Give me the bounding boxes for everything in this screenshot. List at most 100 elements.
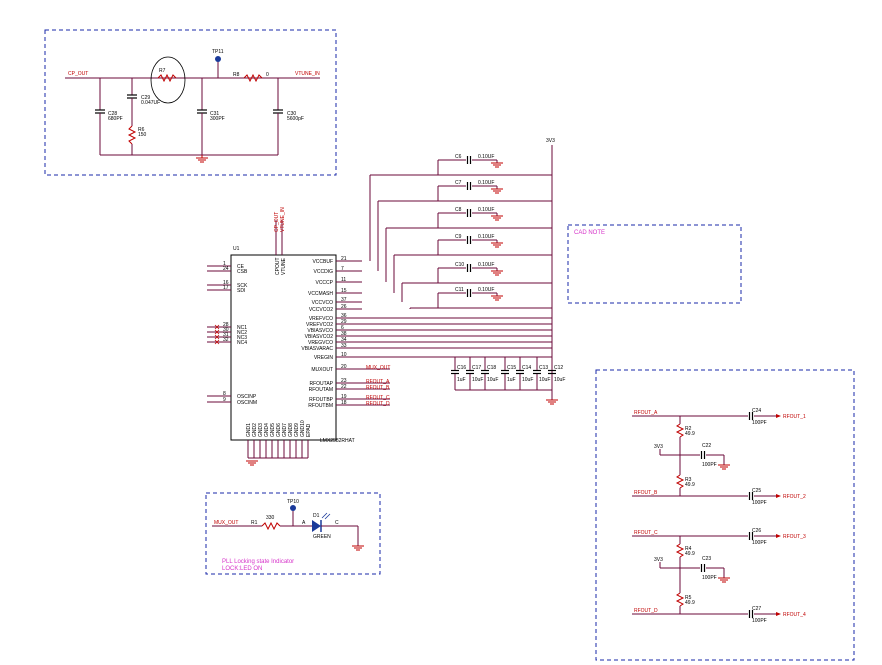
u1-bottom-pin-name: GND4 bbox=[264, 423, 270, 437]
rf-cap-ref: C24 bbox=[752, 408, 761, 414]
u1-right-pin-num: 10 bbox=[341, 352, 347, 358]
u1-right-pin-name: VREFVCO2 bbox=[306, 322, 333, 328]
u1-bottom-pin-name: GND2 bbox=[252, 423, 258, 437]
decoupling-cap-value: 0.10UF bbox=[478, 207, 494, 213]
u1-right-pin-num: 18 bbox=[341, 400, 347, 406]
u1-right-pin-num: 38 bbox=[341, 331, 347, 337]
decoupling-cap-ref: C8 bbox=[455, 207, 462, 213]
led-frame bbox=[205, 492, 381, 575]
u1-right-pin-name: VREFVCO bbox=[309, 316, 333, 322]
rf-resistor-ref: R3 bbox=[685, 477, 692, 483]
u1-right-pin-num: 7 bbox=[341, 266, 344, 272]
bottom-cap-ref: C15 bbox=[507, 365, 516, 371]
rf-resistor-ref: R4 bbox=[685, 546, 692, 552]
rf-cap-value: 100PF bbox=[752, 420, 767, 426]
u1-left-pin-name: NC3 bbox=[237, 335, 247, 341]
r7-resistor bbox=[157, 73, 177, 83]
u1-left-pin-num: 32 bbox=[223, 337, 229, 343]
u1-bottom-pin-name: GND9 bbox=[294, 423, 300, 437]
loop-filter-frame bbox=[44, 29, 337, 176]
c28-ref: C28 bbox=[108, 111, 117, 117]
r1-value: 330 bbox=[266, 515, 275, 521]
u1-right-pin-name: VBIASVARAC bbox=[301, 346, 333, 352]
rf-resistor-ref: R2 bbox=[685, 426, 692, 432]
u1-right-pin-name: MUXOUT bbox=[311, 367, 333, 373]
decoupling-cap-value: 0.10UF bbox=[478, 154, 494, 160]
rf-cap-ref: C25 bbox=[752, 488, 761, 494]
tp11-ref: TP11 bbox=[212, 49, 224, 55]
u1-net-rfout-c: RFOUT_C bbox=[366, 395, 390, 401]
u1-right-pin-name: VBIASVCO2 bbox=[305, 334, 334, 340]
rf-resistor-ref: R5 bbox=[685, 595, 692, 601]
u1-right-pin-num: 36 bbox=[341, 313, 347, 319]
u1-ground bbox=[246, 460, 258, 466]
u1-pin-cpout: CPOUT bbox=[275, 258, 281, 276]
u1-bottom-pin-name: GND6 bbox=[276, 423, 282, 437]
u1-net-rfout-b: RFOUT_B bbox=[366, 385, 390, 391]
rf-pullup-resistor bbox=[675, 592, 685, 607]
net-3v3-label: 3V3 bbox=[546, 138, 555, 144]
rf-bypass-cap-ref: C23 bbox=[702, 556, 711, 562]
u1-left-pin-num: 30 bbox=[223, 327, 229, 333]
u1-right-pin-num: 33 bbox=[341, 343, 347, 349]
r1-resistor bbox=[261, 521, 281, 531]
bottom-cap-value: 10uF bbox=[522, 377, 533, 383]
r8-ref: R8 bbox=[233, 72, 240, 78]
bottom-cap-ref: C14 bbox=[522, 365, 531, 371]
u1-left-pin-name: OSCINM bbox=[237, 400, 257, 406]
u1-right-pin-name: VCCDIG bbox=[314, 269, 334, 275]
cad-note-frame bbox=[567, 224, 742, 304]
r6-value: 150 bbox=[138, 132, 147, 138]
output-port-icon bbox=[776, 414, 781, 418]
rf-cap-ref: C27 bbox=[752, 606, 761, 612]
u1-net-rfout-a: RFOUT_A bbox=[366, 379, 390, 385]
rf-pullup-resistor bbox=[675, 543, 685, 558]
r8-value: 0 bbox=[266, 72, 269, 78]
decoupling-ground bbox=[491, 215, 503, 221]
c31-ref: C31 bbox=[210, 111, 219, 117]
r7-dnp-circle bbox=[150, 56, 186, 104]
bottom-cap-value: 1uF bbox=[457, 377, 466, 383]
rf-cap-value: 100PF bbox=[752, 618, 767, 624]
u1-left-pin-name: NC2 bbox=[237, 330, 247, 336]
rf-net-out-label: RFOUT_3 bbox=[783, 534, 806, 540]
u1-left-pin-name: CE bbox=[237, 264, 245, 270]
u1-left-pin-name: SDI bbox=[237, 288, 245, 294]
u1-bottom-pin-name: GND8 bbox=[288, 423, 294, 437]
rf-net-out-label: RFOUT_4 bbox=[783, 612, 806, 618]
u1-left-pin-name: SCK bbox=[237, 283, 248, 289]
u1-bottom-pin-name: EPAD bbox=[306, 423, 312, 437]
u1-left-pin-num: 9 bbox=[223, 397, 226, 403]
rf-resistor-value: 49.9 bbox=[685, 551, 695, 557]
u1-right-pin-num: 22 bbox=[341, 384, 347, 390]
decoupling-cap-ref: C6 bbox=[455, 154, 462, 160]
decoupling-cap-ref: C7 bbox=[455, 180, 462, 186]
u1-right-pin-name: RFOUTAM bbox=[309, 387, 333, 393]
rf-cap-value: 100PF bbox=[752, 540, 767, 546]
led-note-2: LOCK:LED ON bbox=[222, 566, 262, 572]
rf-pullup-resistor bbox=[675, 474, 685, 489]
decoupling-ground bbox=[491, 162, 503, 168]
u1-right-pin-num: 26 bbox=[341, 304, 347, 310]
u1-right-pin-num: 19 bbox=[341, 394, 347, 400]
rf-bypass-ground bbox=[718, 577, 730, 583]
r6-resistor bbox=[127, 125, 137, 145]
rf-bypass-ground bbox=[718, 464, 730, 470]
u1-right-pin-name: VCCVCO bbox=[312, 300, 334, 306]
c30-value: 5600pF bbox=[287, 116, 304, 122]
bottom-cap-ref: C16 bbox=[457, 365, 466, 371]
u1-net-rfout-d: RFOUT_D bbox=[366, 401, 390, 407]
rf-bypass-cap-value: 100PF bbox=[702, 575, 717, 581]
rf-resistor-value: 49.9 bbox=[685, 431, 695, 437]
u1-right-pin-name: VCCVCO2 bbox=[309, 307, 333, 313]
rf-pullup-resistor bbox=[675, 423, 685, 438]
u1-rf-net-labels: RFOUT_A RFOUT_B RFOUT_C RFOUT_D MUX_OUT bbox=[366, 365, 390, 407]
u1-right-pin-num: 21 bbox=[341, 256, 347, 262]
u1-right-pin-num: 20 bbox=[341, 364, 347, 370]
led-cathode-label: C bbox=[335, 520, 339, 526]
u1-left-pin-num: 24 bbox=[223, 266, 229, 272]
u1-right-pin-num: 11 bbox=[341, 277, 346, 283]
u1-bottom-pin-name: GND1 bbox=[246, 423, 252, 437]
u1-left-pin-name: CSB bbox=[237, 269, 248, 275]
output-port-icon bbox=[776, 494, 781, 498]
